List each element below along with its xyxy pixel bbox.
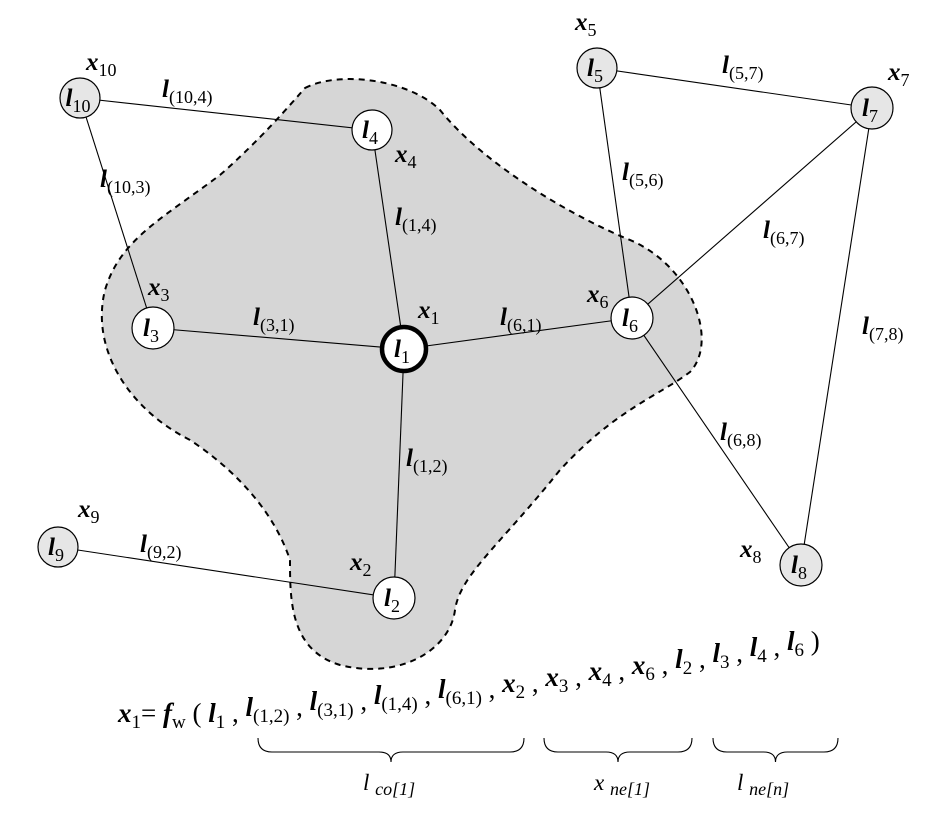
edge-label-6-8: l(6,8)	[720, 419, 761, 451]
state-label-5: x5	[574, 9, 597, 40]
equation: x1= fw ( l1 , l(1,2) , l(3,1) , l(1,4) ,…	[117, 626, 820, 733]
edge-5-6	[596, 67, 633, 319]
edge-label-6-7: l(6,7)	[763, 217, 804, 249]
state-label-9: x9	[77, 496, 100, 527]
node-label-4: l4	[362, 117, 378, 148]
node-2	[372, 576, 416, 620]
brace-label-2: x ne[1]	[593, 770, 650, 799]
edge-6-7	[631, 107, 873, 319]
node-5	[576, 47, 618, 89]
edge-3-1	[152, 327, 405, 350]
edge-10-4	[79, 97, 373, 131]
brace-label-3: l ne[n]	[737, 770, 789, 799]
state-label-10: x10	[85, 49, 117, 80]
node-label-3: l3	[143, 315, 159, 346]
state-label-7: x7	[887, 59, 910, 90]
node-9	[37, 526, 79, 568]
node-label-7: l7	[862, 95, 878, 126]
brace-3	[712, 737, 839, 763]
state-label-8: x8	[739, 536, 762, 567]
edges-layer: l(10,4) l(10,3) l(1,4) l(3,1) l(6,1) l(1,2) l(…	[57, 52, 903, 599]
edge-5-7	[596, 67, 873, 109]
node-label-6: l6	[622, 305, 638, 336]
node-3	[131, 306, 175, 350]
braces: l co[1] x ne[1] l ne[n]	[257, 737, 839, 799]
node-label-8: l8	[791, 552, 807, 583]
edge-1-2	[393, 348, 405, 599]
edge-label-1-4: l(1,4)	[395, 204, 436, 236]
edge-9-2	[57, 546, 395, 599]
node-6	[610, 296, 654, 340]
node-label-5: l5	[587, 55, 603, 86]
edge-label-6-1: l(6,1)	[500, 304, 541, 336]
node-label-1: l1	[394, 336, 410, 367]
edge-label-5-6: l(5,6)	[622, 159, 663, 191]
edge-10-3	[79, 97, 154, 329]
edge-label-5-7: l(5,7)	[722, 52, 763, 84]
node-label-10: l10	[66, 85, 91, 116]
edge-label-9-2: l(9,2)	[140, 531, 181, 563]
edge-label-1-2: l(1,2)	[406, 445, 447, 477]
edge-1-4	[371, 129, 405, 350]
equation-text: x1= fw ( l1 , l(1,2) , l(3,1) , l(1,4) ,…	[117, 626, 820, 733]
node-label-9: l9	[48, 534, 64, 565]
edge-7-8	[800, 107, 873, 566]
edge-6-8	[631, 317, 802, 566]
node-8	[779, 543, 823, 587]
edge-6-1	[403, 317, 633, 350]
edge-label-10-3: l(10,3)	[100, 166, 150, 198]
brace-1	[257, 737, 525, 763]
node-10	[59, 77, 101, 119]
edge-label-7-8: l(7,8)	[862, 313, 903, 345]
node-label-2: l2	[384, 585, 400, 616]
node-1	[379, 324, 429, 374]
state-label-6: x6	[586, 281, 609, 312]
state-label-1: x1	[417, 297, 440, 328]
neighborhood-region	[100, 78, 703, 670]
edge-label-10-4: l(10,4)	[162, 76, 212, 108]
edge-label-3-1: l(3,1)	[253, 304, 294, 336]
state-label-4: x4	[394, 141, 417, 172]
node-4	[351, 109, 393, 151]
brace-2	[543, 737, 693, 763]
state-label-2: x2	[349, 549, 372, 580]
brace-label-1: l co[1]	[363, 770, 415, 799]
state-label-3: x3	[147, 274, 170, 305]
node-7	[850, 86, 894, 130]
